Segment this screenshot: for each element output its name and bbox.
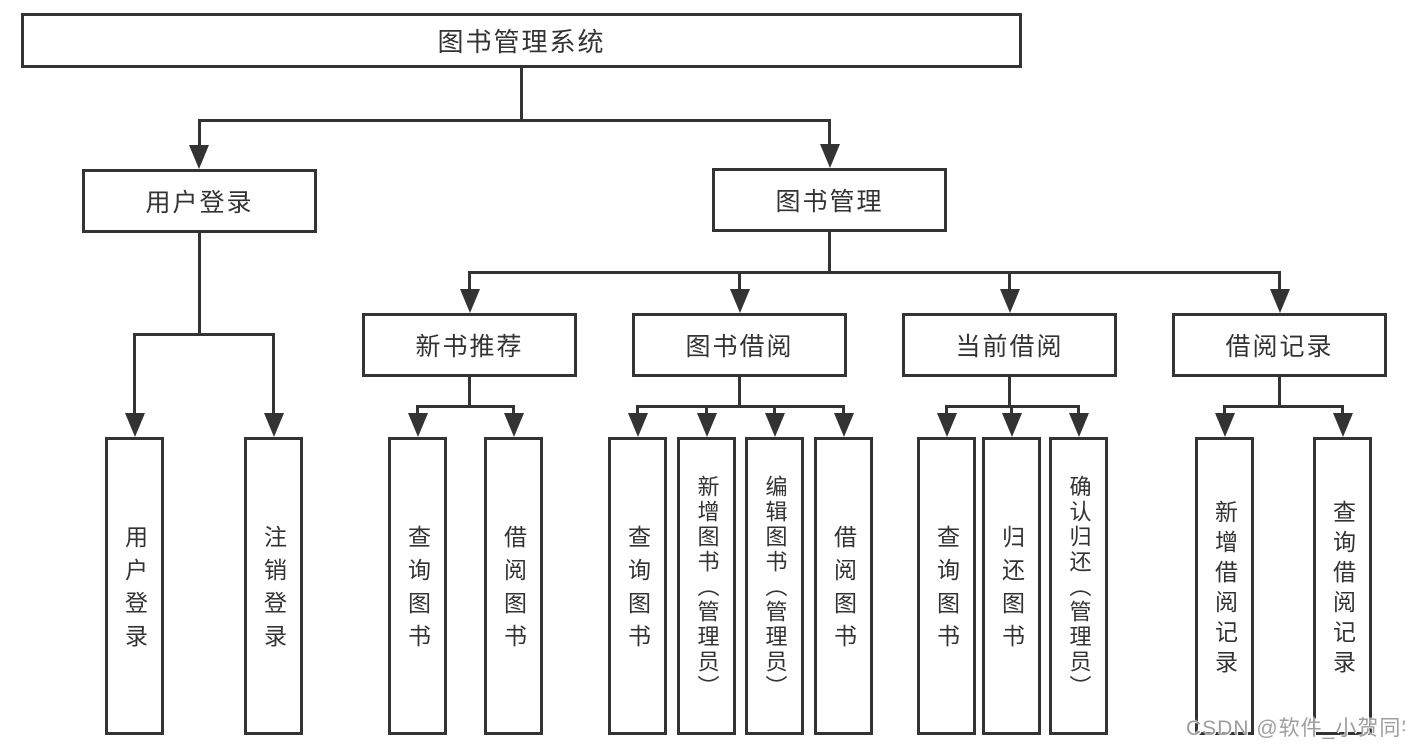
node-label: 借阅记录 — [1225, 333, 1334, 361]
edge-level2-branch — [198, 119, 830, 122]
node-current-borrowing: 当前借阅 — [902, 313, 1117, 377]
arrow-down-icon — [833, 413, 854, 437]
edge-records-branch — [1223, 405, 1344, 408]
leaf-label: 新增图书（管理员） — [694, 475, 720, 700]
node-user-login: 用户登录 — [82, 169, 317, 233]
edge-borrowing-feed — [738, 377, 741, 408]
leaf-add-borrow-record: 新增借阅记录 — [1195, 437, 1254, 735]
edge-management-feed — [828, 232, 831, 274]
edge-to-leaf — [416, 405, 419, 417]
edge-to-leaf — [272, 333, 275, 415]
edge-to-leaf — [1223, 405, 1226, 417]
node-book-borrowing: 图书借阅 — [632, 313, 847, 377]
leaf-query-borrow-record: 查询借阅记录 — [1313, 437, 1372, 735]
node-label: 图书管理系统 — [437, 27, 606, 57]
edge-to-leaf — [773, 405, 776, 417]
edge-level3-branch — [468, 271, 1281, 274]
arrow-down-icon — [936, 413, 957, 437]
arrow-down-icon — [1001, 413, 1022, 437]
leaf-add-books-admin: 新增图书（管理员） — [677, 437, 736, 735]
leaf-label: 借阅图书 — [830, 525, 857, 657]
node-label: 图书管理 — [775, 188, 884, 216]
arrow-down-icon — [407, 413, 428, 437]
edge-login-branch — [133, 333, 275, 336]
leaf-label: 编辑图书（管理员） — [762, 475, 788, 700]
edge-to-leaf — [1077, 405, 1080, 417]
edge-newbook-branch — [416, 405, 515, 408]
leaf-query-books-borrowing: 查询图书 — [608, 437, 667, 735]
edge-to-borrowing-records — [1278, 271, 1281, 293]
edge-to-leaf — [705, 405, 708, 417]
edge-records-feed — [1278, 377, 1281, 408]
edge-to-leaf — [842, 405, 845, 417]
leaf-query-books-recommend: 查询图书 — [388, 437, 447, 735]
arrow-down-icon — [124, 413, 145, 437]
edge-to-leaf — [133, 333, 136, 415]
leaf-confirm-return-admin: 确认归还（管理员） — [1049, 437, 1108, 735]
edge-to-book-borrowing — [738, 271, 741, 293]
leaf-label: 新增借阅记录 — [1211, 499, 1238, 680]
edge-login-feed — [198, 233, 201, 336]
arrow-down-icon — [459, 289, 480, 313]
edge-to-new-book — [468, 271, 471, 293]
edge-to-leaf — [945, 405, 948, 417]
edge-to-book-management — [828, 119, 831, 146]
edge-to-leaf — [1341, 405, 1344, 417]
leaf-edit-books-admin: 编辑图书（管理员） — [745, 437, 804, 735]
arrow-down-icon — [999, 289, 1020, 313]
leaf-label: 查询图书 — [933, 525, 960, 657]
arrow-down-icon — [1068, 413, 1089, 437]
edge-root-feed — [519, 68, 523, 122]
csdn-watermark: CSDN @软件_小贺同学 — [1186, 717, 1405, 740]
node-label: 用户登录 — [145, 189, 254, 217]
node-book-management: 图书管理 — [712, 168, 947, 232]
arrow-down-icon — [1269, 289, 1290, 313]
leaf-label: 归还图书 — [998, 525, 1025, 657]
edge-to-leaf — [1010, 405, 1013, 417]
leaf-borrow-books-recommend: 借阅图书 — [484, 437, 543, 735]
edge-to-current-borrowing — [1008, 271, 1011, 293]
arrow-down-icon — [764, 413, 785, 437]
edge-to-leaf — [636, 405, 639, 417]
arrow-down-icon — [1214, 413, 1235, 437]
edge-to-user-login — [197, 119, 201, 147]
leaf-return-books: 归还图书 — [982, 437, 1041, 735]
leaf-label: 查询图书 — [624, 525, 651, 657]
node-borrowing-records: 借阅记录 — [1172, 313, 1387, 377]
arrow-down-icon — [263, 413, 284, 437]
arrow-down-icon — [503, 413, 524, 437]
node-label: 当前借阅 — [955, 333, 1064, 361]
edge-newbook-feed — [468, 377, 471, 408]
leaf-label: 查询借阅记录 — [1329, 499, 1356, 680]
leaf-user-login: 用户登录 — [105, 437, 164, 735]
arrow-down-icon — [189, 145, 209, 169]
arrow-down-icon — [819, 144, 840, 168]
arrow-down-icon — [729, 289, 750, 313]
leaf-borrow-books: 借阅图书 — [814, 437, 873, 735]
node-new-book-recommendation: 新书推荐 — [362, 313, 577, 377]
node-root-library-management-system: 图书管理系统 — [21, 13, 1022, 68]
leaf-query-books-current: 查询图书 — [917, 437, 976, 735]
edge-to-leaf — [512, 405, 515, 417]
leaf-label: 注销登录 — [260, 525, 287, 657]
edge-current-feed — [1008, 377, 1011, 408]
node-label: 图书借阅 — [685, 333, 794, 361]
arrow-down-icon — [696, 413, 717, 437]
leaf-label: 借阅图书 — [500, 525, 527, 657]
arrow-down-icon — [1332, 413, 1353, 437]
leaf-label: 确认归还（管理员） — [1066, 475, 1092, 700]
leaf-label: 查询图书 — [404, 525, 431, 657]
edge-borrowing-branch — [636, 405, 845, 408]
node-label: 新书推荐 — [415, 333, 524, 361]
arrow-down-icon — [627, 413, 648, 437]
leaf-logout: 注销登录 — [244, 437, 303, 735]
leaf-label: 用户登录 — [121, 525, 148, 657]
